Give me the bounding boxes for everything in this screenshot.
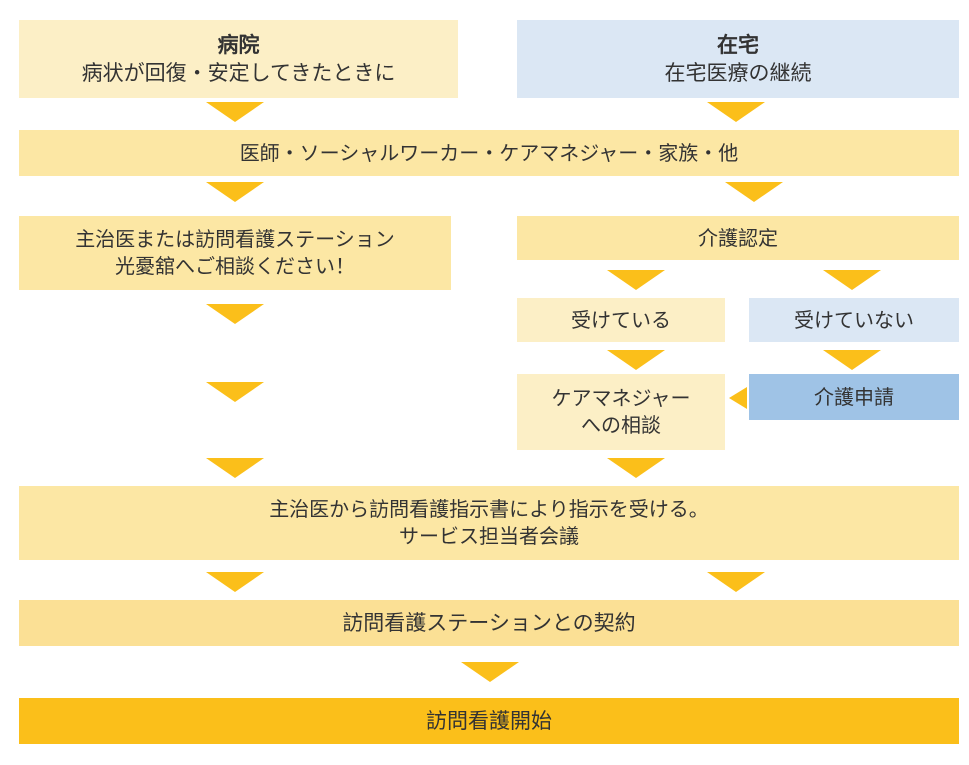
home-subtitle: 在宅医療の継続 [664,61,812,85]
care-apply-box: 介護申請 [749,374,959,420]
arrow-home-down [707,102,765,122]
hospital-title: 病院 [217,32,260,57]
care-manager-box: ケアマネジャー への相談 [517,374,725,450]
home-title: 在宅 [717,32,759,57]
hospital-subtitle: 病状が回復・安定してきたときに [81,61,396,85]
contract-box: 訪問看護ステーションとの契約 [19,600,959,646]
consult-line2: 光憂舘へご相談ください！ [115,254,355,278]
arrow-contacts-right [725,182,783,202]
not-received-label: 受けていない [794,307,914,332]
consult-box: 主治医または訪問看護ステーション 光憂舘へご相談ください！ [19,216,451,290]
instruction-box: 主治医から訪問看護指示書により指示を受ける。 サービス担当者会議 [19,486,959,560]
received-box: 受けている [517,298,725,342]
arrow-contacts-left [206,182,264,202]
start-label: 訪問看護開始 [426,708,552,733]
arrow-instruction-right [707,572,765,592]
arrow-received-down [607,350,665,370]
not-received-box: 受けていない [749,298,959,342]
instruction-line2: サービス担当者会議 [399,524,579,548]
hospital-box: 病院 病状が回復・安定してきたときに [19,20,458,98]
arrow-consult-3 [206,458,264,478]
arrow-instruction-left [206,572,264,592]
start-box: 訪問看護開始 [19,698,959,744]
instruction-line1: 主治医から訪問看護指示書により指示を受ける。 [269,497,709,521]
care-manager-line1: ケアマネジャー [551,386,691,410]
consult-line1: 主治医または訪問看護ステーション [75,227,395,251]
contacts-label: 医師・ソーシャルワーカー・ケアマネジャー・家族・他 [239,140,739,165]
care-apply-label: 介護申請 [814,384,894,409]
care-cert-label: 介護認定 [698,225,778,250]
arrow-apply-to-manager [729,387,747,409]
care-manager-line2: への相談 [581,413,661,437]
arrow-contract-down [461,662,519,682]
contract-label: 訪問看護ステーションとの契約 [342,610,636,635]
care-cert-box: 介護認定 [517,216,959,260]
arrow-hospital-down [206,102,264,122]
arrow-not-received-down [823,350,881,370]
home-box: 在宅 在宅医療の継続 [517,20,959,98]
contacts-box: 医師・ソーシャルワーカー・ケアマネジャー・家族・他 [19,130,959,176]
received-label: 受けている [571,307,671,332]
arrow-cert-right [823,270,881,290]
arrow-manager-down [607,458,665,478]
arrow-cert-left [607,270,665,290]
arrow-consult-2 [206,382,264,402]
arrow-consult-1 [206,304,264,324]
